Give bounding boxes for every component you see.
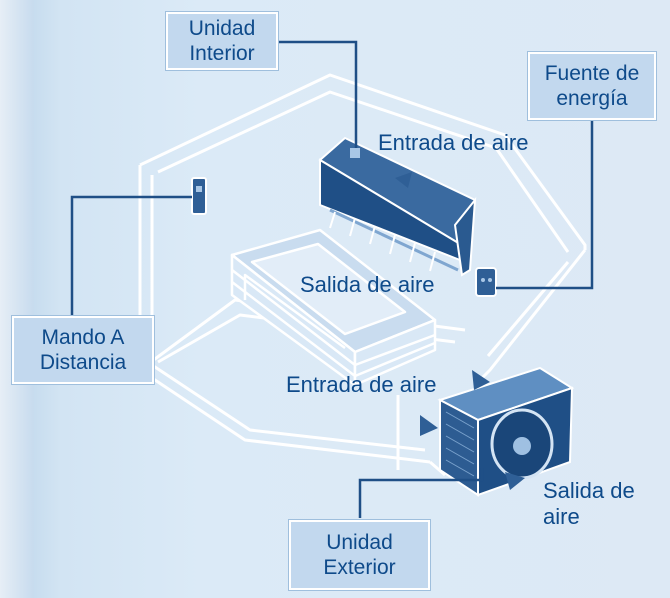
- left-wall-edge: [138, 165, 431, 464]
- outdoor-grille: [445, 411, 475, 477]
- callout-power-source-text: Fuente de energía: [544, 62, 640, 110]
- callout-outdoor-unit: Unidad Exterior: [289, 520, 430, 590]
- power-source-connector: [496, 120, 594, 290]
- outdoor-outlet-arrow: [505, 472, 525, 490]
- callout-power-source: Fuente de energía: [528, 52, 656, 120]
- indoor-unit-illustration: [318, 136, 477, 277]
- remote-control-connector: [70, 195, 192, 318]
- back-wall-inner: [157, 90, 570, 253]
- right-wall-inner: [486, 261, 570, 357]
- indoor-inlet-arrow: [395, 172, 412, 188]
- sofa: [230, 228, 437, 387]
- outdoor-inlet-arrow-top: [472, 370, 490, 390]
- indoor-outlet-lines: [329, 211, 436, 272]
- outdoor-unit-connector: [358, 468, 484, 518]
- wall-inner-vertical: [150, 175, 426, 452]
- callout-remote-control: Mando A Distancia: [12, 316, 154, 384]
- label-outdoor-air-outlet: Salida de aire: [543, 478, 635, 529]
- callout-indoor-unit-text: Unidad Interior: [188, 17, 256, 65]
- airflow-arrows: [395, 172, 525, 490]
- power-socket-illustration: [475, 267, 497, 297]
- label-outdoor-air-inlet: Entrada de aire: [286, 372, 437, 397]
- remote-control-illustration: [191, 177, 207, 215]
- right-wall-edge: [478, 249, 587, 382]
- callout-indoor-unit: Unidad Interior: [166, 12, 278, 70]
- callout-outdoor-unit-text: Unidad Exterior: [323, 531, 396, 579]
- callout-connectors: [70, 40, 594, 518]
- label-indoor-air-inlet: Entrada de aire: [378, 130, 529, 155]
- callout-remote-control-text: Mando A Distancia: [39, 326, 127, 374]
- outdoor-inlet-arrow-left: [420, 415, 438, 436]
- indoor-unit-connector: [278, 40, 358, 148]
- label-indoor-air-outlet: Salida de aire: [300, 272, 435, 297]
- back-wall-top: [139, 73, 587, 250]
- outdoor-unit-illustration: [437, 366, 575, 497]
- left-edge-band: [0, 0, 34, 598]
